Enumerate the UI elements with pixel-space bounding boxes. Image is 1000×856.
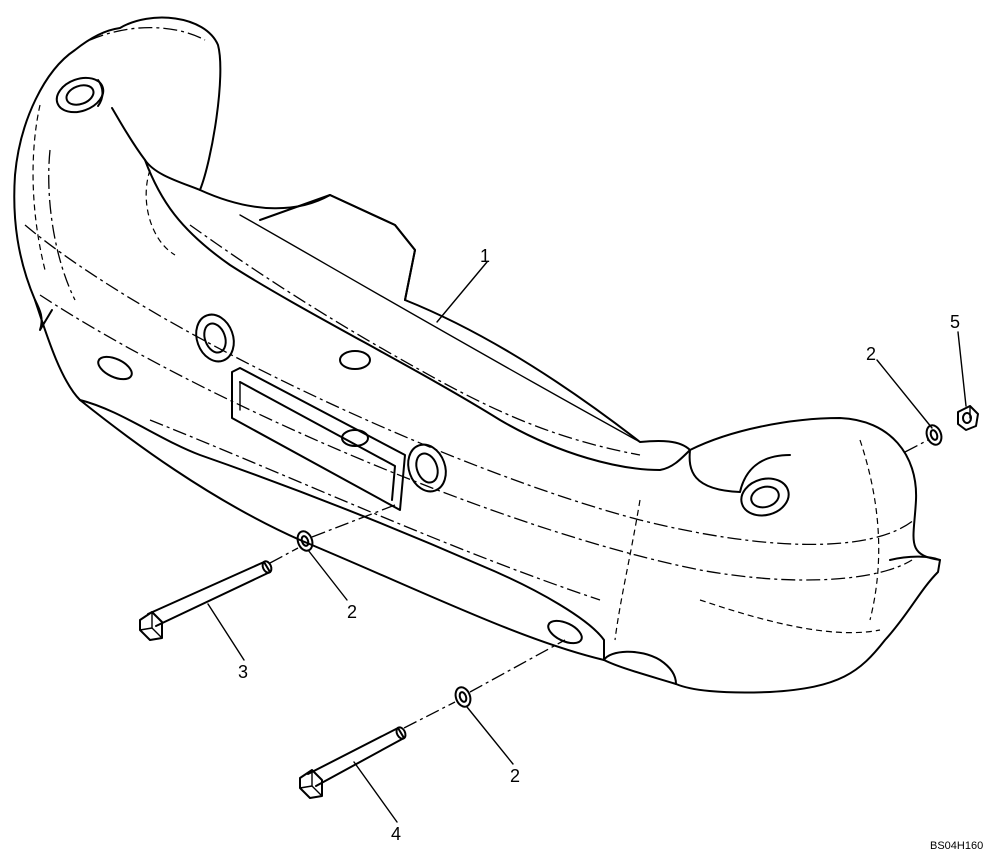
callout-2-lower-left: 2 xyxy=(347,602,357,622)
bolt-item-4 xyxy=(299,726,407,799)
leader-2-bottom xyxy=(466,706,514,765)
washer-item-2-right xyxy=(925,424,943,446)
leader-4 xyxy=(353,761,398,823)
washer-item-2-bottom xyxy=(454,686,472,708)
washer-centerline-bottom xyxy=(469,639,566,693)
bolt-item-3 xyxy=(139,560,273,641)
bolt-4-centerline xyxy=(403,701,456,729)
bolt-3-centerline xyxy=(269,547,299,564)
callout-1: 1 xyxy=(480,246,490,266)
figure-id: BS04H160 xyxy=(930,840,983,852)
callout-2-right: 2 xyxy=(866,344,876,364)
washer-centerline-right xyxy=(904,439,929,453)
washer-centerline-left xyxy=(311,504,396,538)
leader-1 xyxy=(436,261,488,323)
callout-2-bottom: 2 xyxy=(510,766,520,786)
leader-2-lower-left xyxy=(307,549,348,601)
nut-item-5 xyxy=(957,405,979,431)
callout-4: 4 xyxy=(391,824,401,844)
callout-5: 5 xyxy=(950,312,960,332)
leader-lines xyxy=(207,261,967,823)
leader-3 xyxy=(207,603,245,661)
callout-3: 3 xyxy=(238,662,248,682)
leader-5 xyxy=(957,331,967,407)
leader-2-right xyxy=(876,359,933,429)
washer-item-2-lower-left xyxy=(296,530,314,552)
counterweight-body xyxy=(13,16,941,694)
